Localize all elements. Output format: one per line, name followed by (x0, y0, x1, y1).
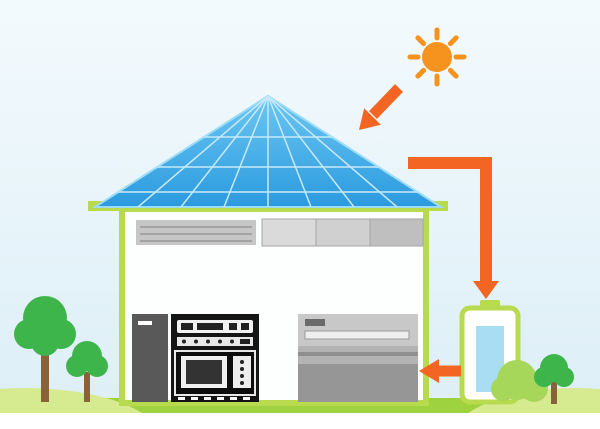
oven-foot-dot (217, 397, 224, 400)
bush-foliage (491, 377, 515, 401)
oven-unit (171, 314, 259, 402)
tree-trunk (84, 372, 90, 402)
arrow-head (359, 108, 381, 130)
microwave (174, 350, 256, 396)
oven-knob (229, 323, 237, 330)
arrow-shaft (369, 84, 403, 119)
oven-button (182, 339, 186, 344)
tree-foliage (86, 355, 108, 377)
oven-foot-dot (204, 397, 211, 400)
tree-foliage (31, 328, 59, 356)
oven-foot-dot (191, 397, 198, 400)
arrow-roof-to-battery (408, 157, 499, 299)
oven-button (194, 339, 198, 344)
oven-foot-dot (230, 397, 237, 400)
microwave-button (240, 360, 244, 364)
microwave-button (240, 374, 244, 378)
arrow-head (473, 281, 499, 299)
window-pane (261, 218, 317, 247)
cabinet-handle (138, 321, 152, 325)
window-pane (315, 218, 371, 247)
oven-button (240, 339, 250, 344)
oven-button (230, 339, 234, 344)
sun-core (422, 42, 452, 72)
solar-roof (88, 94, 448, 211)
oven-foot-dot (243, 397, 250, 400)
tree-trunk (41, 348, 49, 402)
sun-icon (407, 27, 467, 87)
oven-knob (241, 323, 249, 330)
second-floor-band (136, 218, 424, 247)
arrow-head (419, 359, 439, 383)
window-pane (369, 218, 424, 247)
oven-button-row (177, 337, 253, 346)
bottom-margin (0, 413, 600, 429)
sun-rays (407, 27, 467, 87)
dishwasher-handle-groove (298, 352, 418, 356)
microwave-window (186, 360, 222, 384)
tree-trunk (551, 382, 557, 404)
dishwasher-slot (304, 330, 410, 340)
dishwasher-lower-panel (298, 364, 418, 402)
tree-foliage (554, 367, 574, 387)
microwave-panel (233, 356, 251, 388)
arrow-sun-to-roof (359, 84, 403, 130)
dishwasher-control (305, 319, 325, 326)
arrow-battery-to-appliances (419, 359, 461, 383)
tree-left-small (66, 341, 108, 402)
energy-flow-arrows (359, 84, 499, 383)
microwave-button (240, 367, 244, 371)
tree-foliage (534, 367, 554, 387)
arrow-shaft (408, 157, 492, 281)
tree-right-small (534, 354, 574, 404)
oven-display (197, 323, 223, 330)
house (119, 206, 429, 406)
microwave-button (240, 381, 244, 385)
tree-left-large (14, 296, 76, 402)
tree-foliage (66, 355, 88, 377)
oven-display (181, 323, 193, 330)
cabinet (132, 314, 168, 402)
oven-button (218, 339, 222, 344)
oven-button (206, 339, 210, 344)
dishwasher (298, 314, 418, 402)
oven-foot-dot (178, 397, 185, 400)
kitchen (132, 314, 418, 402)
